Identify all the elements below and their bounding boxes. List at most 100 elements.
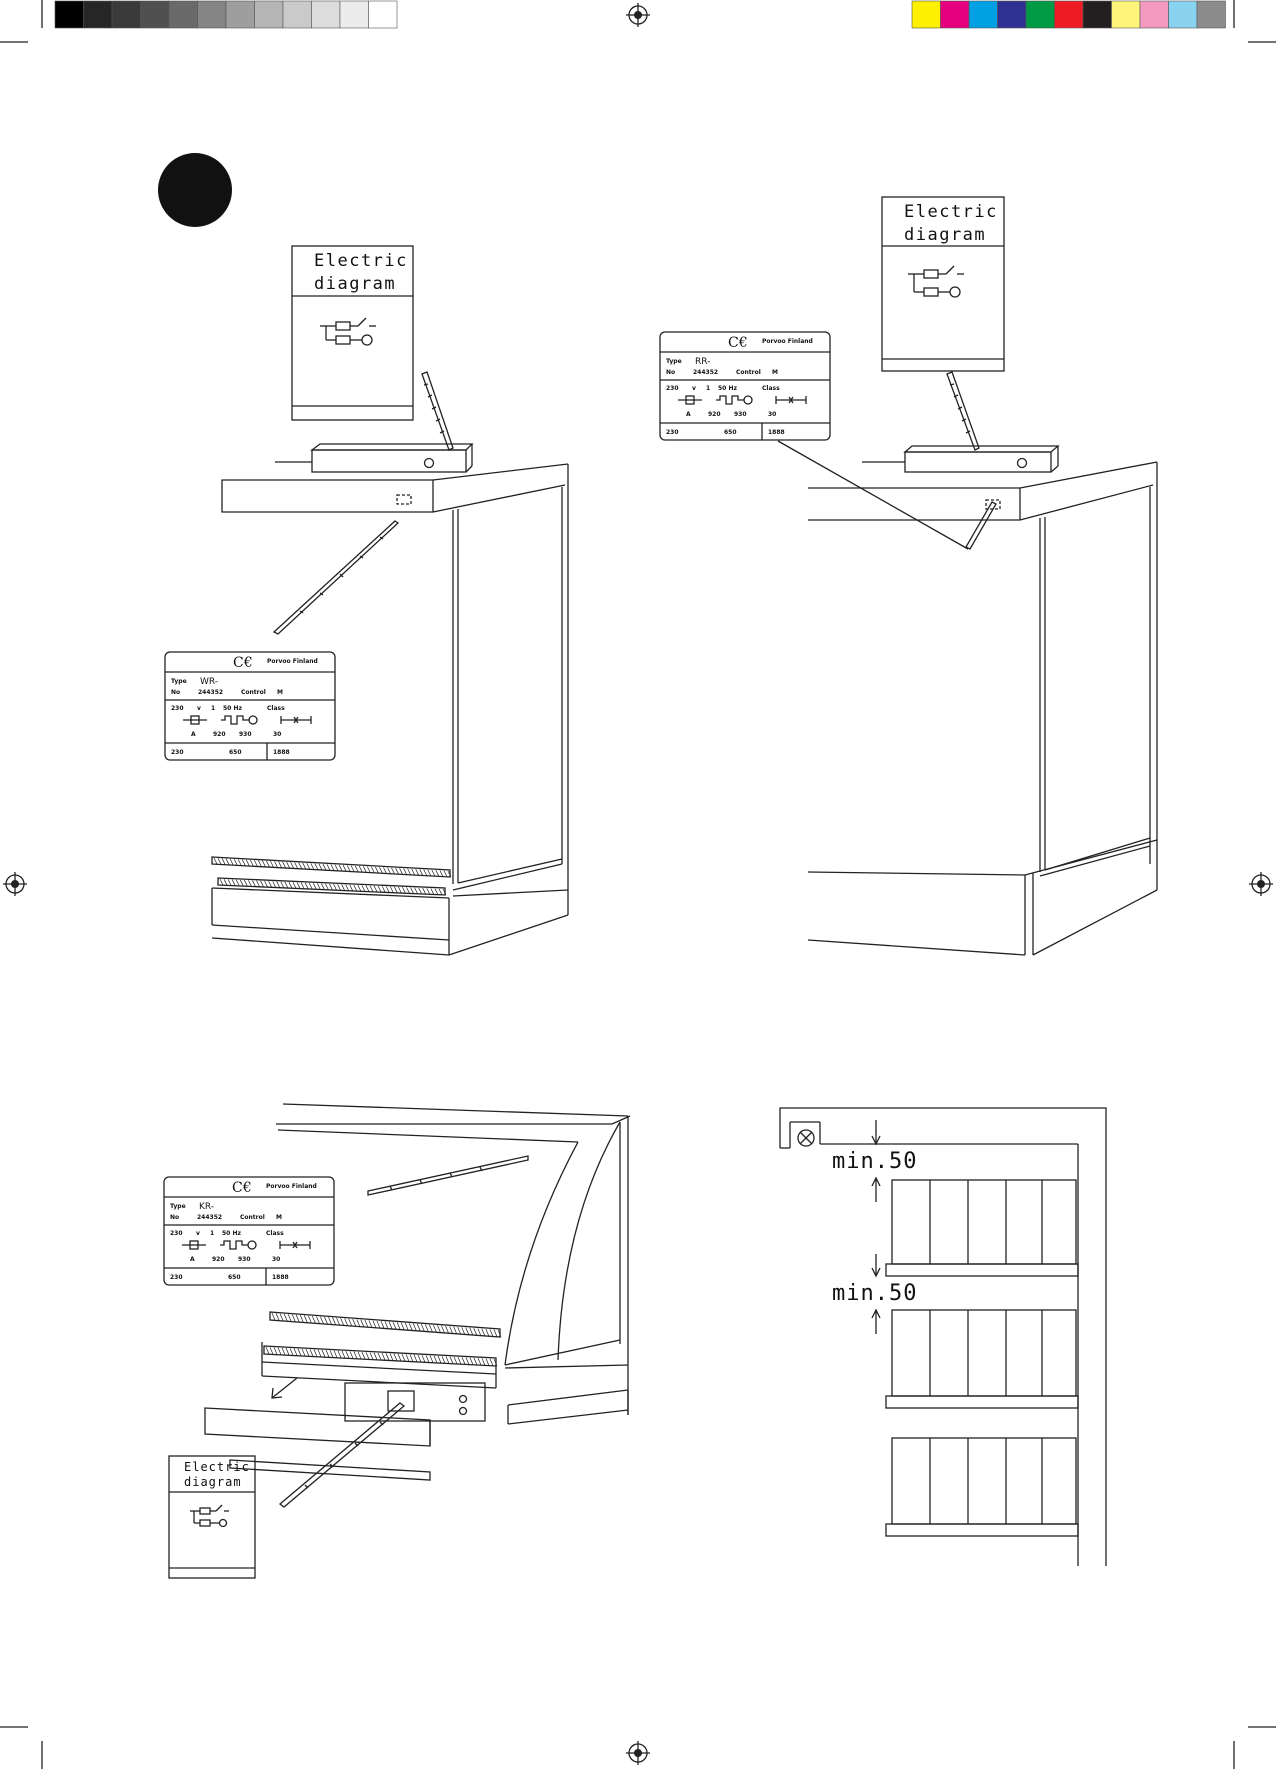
plate-no-label: No	[170, 1214, 179, 1221]
plate-value-1: 920	[213, 731, 226, 738]
plate-type-value: RR-	[695, 357, 710, 367]
circuit-symbol	[320, 317, 376, 346]
color-swatch	[1139, 0, 1169, 29]
ce-mark: C€	[728, 335, 748, 351]
shelf	[885, 1395, 1079, 1409]
pointer-hatch	[421, 371, 454, 451]
color-swatch	[968, 0, 998, 29]
panel-rr-cabinet: Electric diagram	[659, 196, 1158, 956]
plate-phase: 1	[211, 705, 215, 712]
product-boxes	[891, 1437, 1077, 1525]
plate-ampere-label: A	[686, 411, 691, 418]
product-shelves	[885, 1179, 1079, 1537]
plate-symbols	[182, 1240, 311, 1250]
plate-frequency: 50 Hz	[718, 385, 737, 392]
plate-symbols	[678, 395, 807, 405]
diagram-label: diagram	[314, 274, 396, 294]
color-swatch	[997, 0, 1027, 29]
registration-mark-top	[626, 3, 650, 27]
ce-mark: C€	[232, 1180, 252, 1196]
plate-type-label: Type	[171, 678, 187, 685]
plate-bottom-1: 230	[666, 429, 679, 436]
dimension-arrows	[871, 1120, 881, 1334]
electric-diagram-card: Electric diagram	[291, 245, 414, 421]
plate-type-label: Type	[170, 1203, 186, 1210]
gray-swatch	[197, 0, 227, 29]
plate-value-2: 930	[239, 731, 252, 738]
plate-bottom-3: 1888	[272, 1274, 289, 1281]
clearance-top-label: min.50	[832, 1149, 917, 1174]
gray-swatch	[311, 0, 341, 29]
color-swatch	[1054, 0, 1084, 29]
plate-pointer	[367, 1155, 529, 1196]
color-swatch	[940, 0, 970, 29]
plate-phase: 1	[706, 385, 710, 392]
plate-no-value: 244352	[693, 369, 718, 376]
plate-class-value: 30	[272, 1256, 280, 1263]
color-swatch	[1025, 0, 1055, 29]
plate-phase: 1	[210, 1230, 214, 1237]
diagram-label: diagram	[184, 1475, 242, 1489]
plate-symbols	[183, 715, 312, 725]
color-swatch	[1168, 0, 1198, 29]
plate-pointer	[777, 440, 997, 550]
gray-swatch	[282, 0, 312, 29]
plate-no-label: No	[666, 369, 675, 376]
gray-color-bar	[54, 0, 398, 29]
plate-control-value: M	[277, 689, 283, 696]
shelf	[885, 1263, 1079, 1277]
plate-bottom-3: 1888	[768, 429, 785, 436]
color-bar	[911, 0, 1226, 29]
plate-no-value: 244352	[197, 1214, 222, 1221]
plate-no-label: No	[171, 689, 180, 696]
panel-wr-cabinet: Electric diagram	[164, 245, 569, 1367]
plate-class-label: Class	[762, 385, 780, 392]
diagram-label: diagram	[904, 225, 986, 245]
color-swatch	[911, 0, 941, 29]
plate-class-value: 30	[273, 731, 281, 738]
gray-swatch	[140, 0, 170, 29]
control-box	[862, 445, 1060, 473]
pointer-hatch	[278, 1402, 406, 1508]
plate-voltage: 230	[171, 705, 184, 712]
plate-voltage-unit: v	[692, 385, 696, 392]
gray-swatch	[225, 0, 255, 29]
plate-type-label: Type	[666, 358, 682, 365]
electric-label: Electric	[184, 1460, 250, 1474]
plate-brand: Porvoo Finland	[267, 658, 318, 665]
product-boxes	[891, 1309, 1077, 1397]
plate-pointer	[272, 520, 400, 635]
plate-voltage: 230	[170, 1230, 183, 1237]
plate-bottom-2: 650	[229, 749, 242, 756]
plate-voltage: 230	[666, 385, 679, 392]
plate-bottom-1: 230	[171, 749, 184, 756]
plate-control-label: Control	[240, 1214, 265, 1221]
plate-class-label: Class	[267, 705, 285, 712]
plate-class-label: Class	[266, 1230, 284, 1237]
plate-value-1: 920	[212, 1256, 225, 1263]
color-swatch	[1111, 0, 1141, 29]
plate-control-label: Control	[736, 369, 761, 376]
plate-frequency: 50 Hz	[223, 705, 242, 712]
plate-control-value: M	[772, 369, 778, 376]
electric-label: Electric	[314, 251, 408, 271]
plate-value-1: 920	[708, 411, 721, 418]
control-box	[275, 443, 474, 473]
registration-mark-right	[1249, 872, 1273, 896]
plate-voltage-unit: v	[197, 705, 201, 712]
plate-value-2: 930	[238, 1256, 251, 1263]
circuit-symbol	[908, 265, 964, 298]
product-boxes	[891, 1179, 1077, 1265]
gray-swatch	[339, 0, 369, 29]
plate-no-value: 244352	[198, 689, 223, 696]
electric-label: Electric	[904, 202, 998, 222]
plate-brand: Porvoo Finland	[762, 338, 813, 345]
registration-mark-bottom	[626, 1741, 650, 1765]
plate-type-value: WR-	[200, 677, 218, 687]
shelf	[885, 1523, 1079, 1537]
